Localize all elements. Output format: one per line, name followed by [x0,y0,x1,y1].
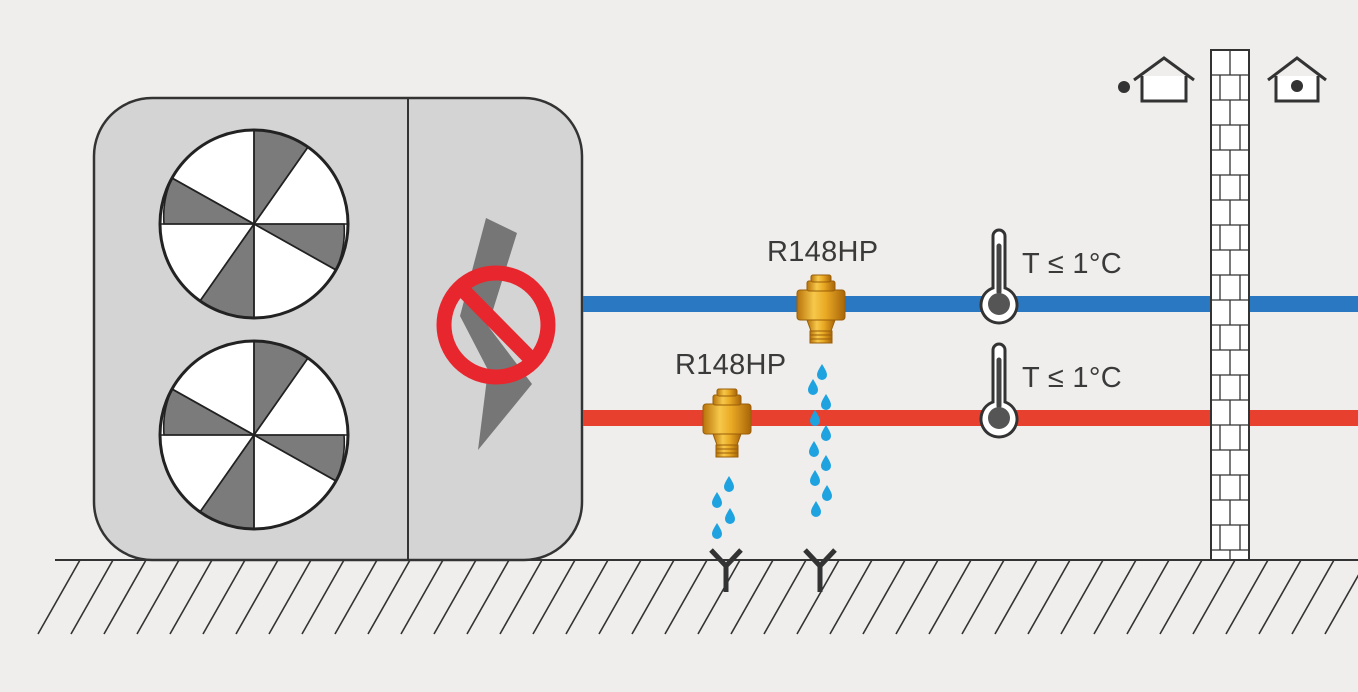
ground-hatch-line [169,559,213,635]
water-drop-icon [810,470,820,486]
ground-hatch-line [763,559,807,635]
ground-hatch-line [202,559,246,635]
drain-icon [711,550,741,592]
house-outside-icon [1118,56,1195,103]
ground-hatch-line [598,559,642,635]
ground-hatch-line [1324,574,1358,635]
ground-hatch-line [70,559,114,635]
ground-hatch-line [1126,559,1170,635]
ground-hatch-line [1027,559,1071,635]
house-inside-icon [1267,56,1327,103]
ground-hatch-line [235,559,279,635]
ground-hatch-line [400,559,444,635]
ground-hatch-line [103,559,147,635]
ground-hatch-line [829,559,873,635]
ground-hatch-line [994,559,1038,635]
ground-hatch-line [631,559,675,635]
ground-hatch-line [367,559,411,635]
thermometer-icon [981,344,1017,437]
water-drop-icon [821,455,831,471]
water-drop-icon [811,501,821,517]
water-drop-icon [725,508,735,524]
water-drop-icon [712,523,722,539]
cold-pipe [583,296,1358,312]
ground-hatch-line [697,559,741,635]
water-drop-icon [822,485,832,501]
ground-hatch-line [433,559,477,635]
ground-hatch-line [730,559,774,635]
water-drop-icon [821,394,831,410]
valve-label-lower: R148HP [675,349,787,381]
ground-hatch-line [961,559,1005,635]
ground-hatch-line [37,559,81,635]
ground-hatch-line [796,559,840,635]
ground-hatch-line [565,559,609,635]
ground-hatch-line [466,559,510,635]
ground-hatch-line [1093,559,1137,635]
water-drop-icon [724,476,734,492]
temperature-label-lower: T ≤ 1°C [1022,362,1122,394]
ground-hatch-line [301,559,345,635]
ground-hatch-line [1291,559,1335,635]
water-drop-icon [821,425,831,441]
ground-hatch-line [895,559,939,635]
fan-icon [158,128,350,320]
temperature-label-upper: T ≤ 1°C [1022,248,1122,280]
ground-hatch-line [136,559,180,635]
ground-hatch-line [928,559,972,635]
ground-hatch-line [499,559,543,635]
ground-hatch-line [664,559,708,635]
brass-valve-icon [796,274,846,344]
ground-hatch-line [862,559,906,635]
ground-hatch-line [1060,559,1104,635]
water-drop-icon [808,379,818,395]
thermometer-icon [981,230,1017,323]
ground-hatch-line [334,559,378,635]
hot-pipe [583,410,1358,426]
water-drop-icon [809,441,819,457]
ground-hatch-line [1159,559,1203,635]
building-wall [1210,49,1250,561]
ground-hatch-line [532,559,576,635]
water-drop-icon [817,364,827,380]
valve-label-upper: R148HP [767,236,879,268]
brass-valve-icon [702,388,752,458]
water-drop-icon [712,492,722,508]
power-off-icon [436,218,556,450]
ground-hatch-line [1192,559,1236,635]
ground [37,559,1358,635]
drain-icon [805,550,835,592]
ground-hatch-line [1258,559,1302,635]
ground-hatch-line [268,559,312,635]
ground-hatch-line [1225,559,1269,635]
fan-icon [158,339,350,531]
